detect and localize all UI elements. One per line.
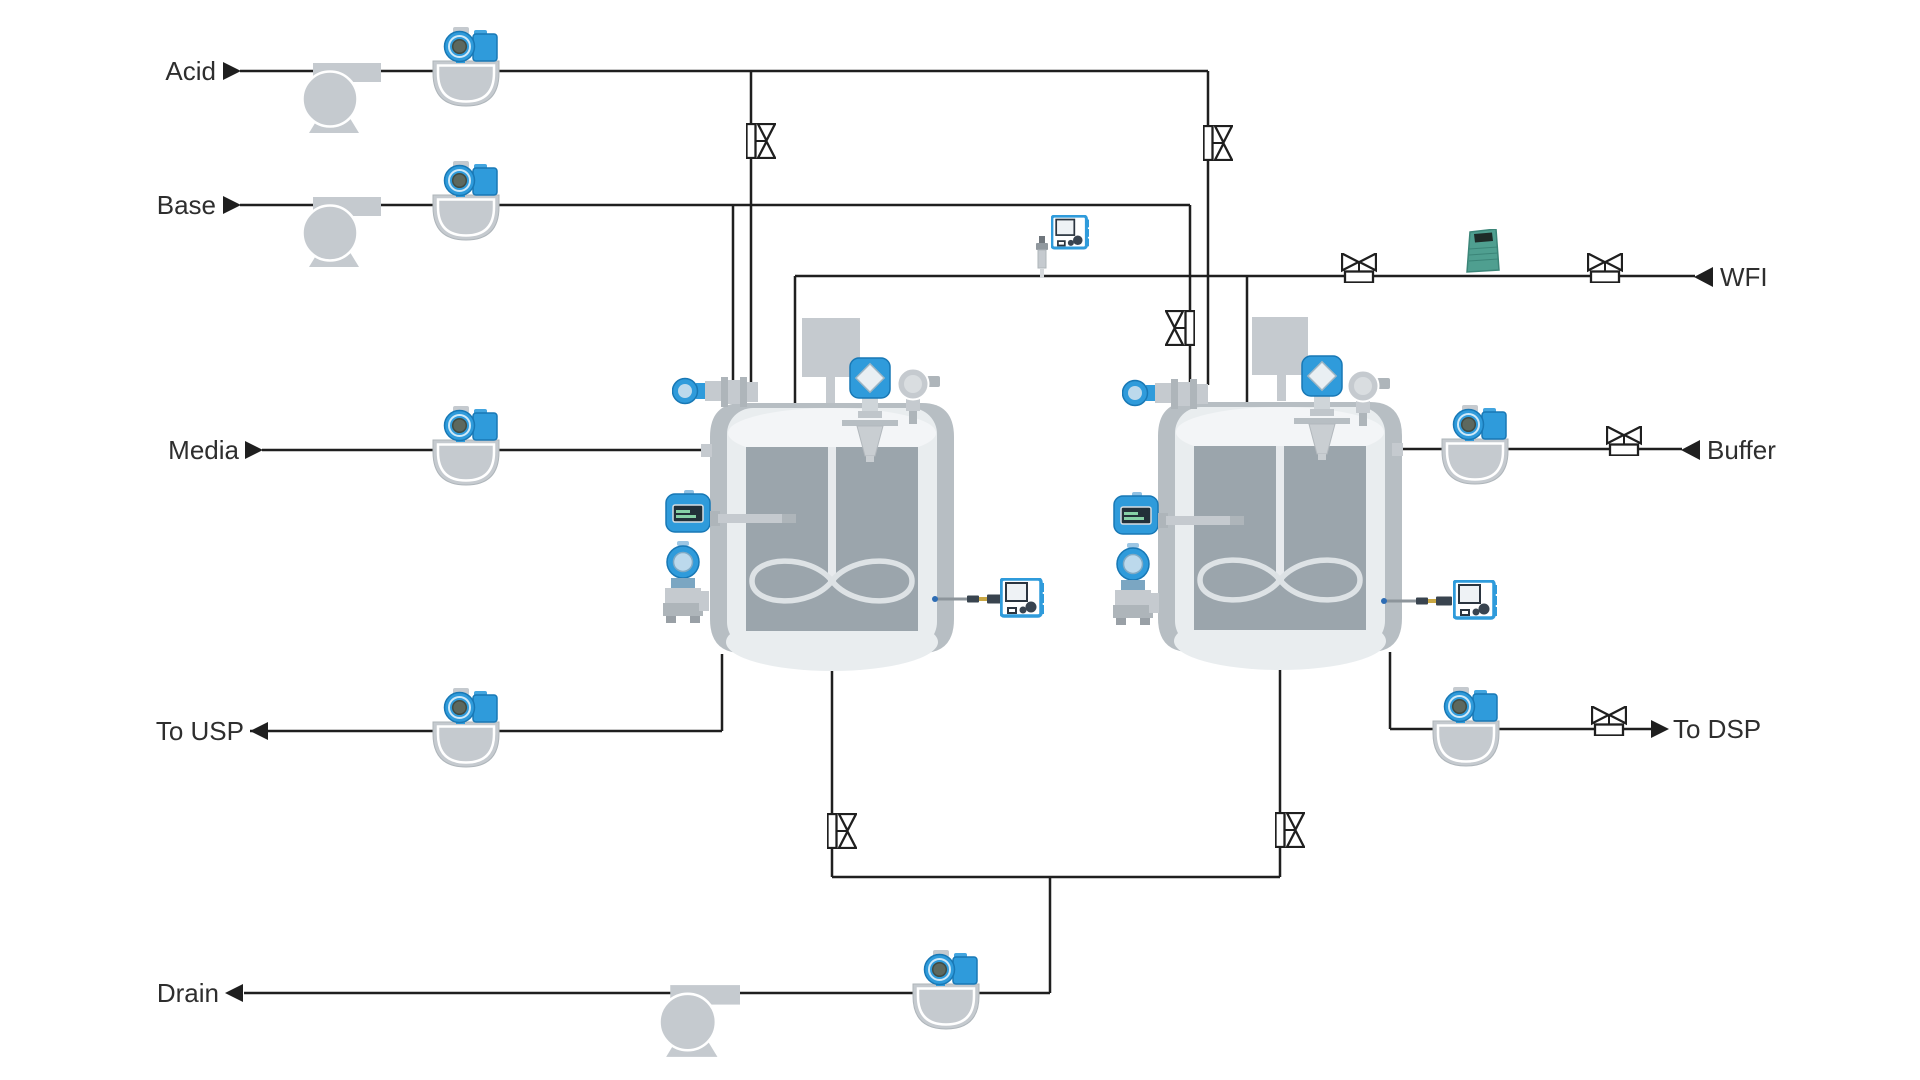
valve-wfi-2	[1587, 253, 1623, 283]
arrow-media-in	[245, 441, 263, 459]
flowmeter-acid	[432, 27, 500, 107]
arrow-to-usp-out	[250, 722, 268, 740]
arrow-drain-out	[225, 984, 243, 1002]
valve-buffer	[1606, 426, 1642, 456]
vessel2-top-equipment	[1122, 317, 1391, 461]
vessel1-media-nozzle	[701, 444, 712, 457]
ph-electrode-wfi	[1035, 236, 1049, 278]
valve-wfi-1	[1341, 253, 1377, 283]
analysis-transmitter-1	[1000, 578, 1044, 618]
dip-tube-nozzle-sensor-1	[672, 376, 758, 408]
flowmeter-base	[432, 161, 500, 241]
flowmeter-buffer	[1441, 405, 1509, 485]
flowmeter-media	[432, 406, 500, 486]
flowmeter-drain	[912, 950, 980, 1030]
label-to-usp: To USP	[156, 716, 244, 746]
exhaust-stem-1	[826, 377, 835, 403]
valve-acid-vessel1	[746, 123, 776, 159]
valve-vessel1-outlet	[827, 813, 857, 849]
vessel2-buffer-nozzle	[1392, 443, 1403, 456]
label-drain: Drain	[157, 978, 219, 1008]
valve-vessel2-outlet	[1275, 812, 1305, 848]
compact-flowmeter-wfi	[1466, 229, 1500, 273]
label-media: Media	[168, 435, 239, 465]
arrow-wfi-in	[1694, 267, 1713, 287]
drain-pump	[660, 984, 740, 1058]
flowmeter-to-usp	[432, 688, 500, 768]
side-pressure-transmitter-2	[1113, 543, 1159, 626]
acid-pump	[303, 63, 381, 133]
bioreactor-vessel-2	[1158, 402, 1402, 670]
base-pump	[303, 197, 381, 267]
valve-acid-vessel2	[1203, 125, 1233, 161]
label-buffer: Buffer	[1707, 435, 1776, 465]
arrow-buffer-in	[1681, 440, 1700, 460]
bioreactor-vessel-1	[710, 403, 954, 671]
side-pressure-transmitter-1	[663, 541, 709, 624]
label-base: Base	[157, 190, 216, 220]
vessel1-top-equipment	[672, 318, 941, 463]
arrow-to-dsp-out	[1651, 720, 1669, 738]
valve-base-vessel2	[1165, 310, 1195, 346]
label-wfi: WFI	[1720, 262, 1768, 292]
label-to-dsp: To DSP	[1673, 714, 1761, 744]
exhaust-filter-box-2	[1252, 317, 1308, 375]
exhaust-stem-2	[1277, 375, 1286, 401]
analysis-transmitter-2	[1453, 580, 1497, 620]
valve-to-dsp	[1591, 706, 1627, 736]
dip-tube-nozzle-sensor-2	[1122, 378, 1208, 410]
flowmeter-to-dsp	[1432, 687, 1500, 767]
arrow-base-in	[223, 196, 241, 214]
label-acid: Acid	[165, 56, 216, 86]
arrow-acid-in	[223, 62, 241, 80]
ph-transmitter-wfi	[1051, 215, 1089, 250]
